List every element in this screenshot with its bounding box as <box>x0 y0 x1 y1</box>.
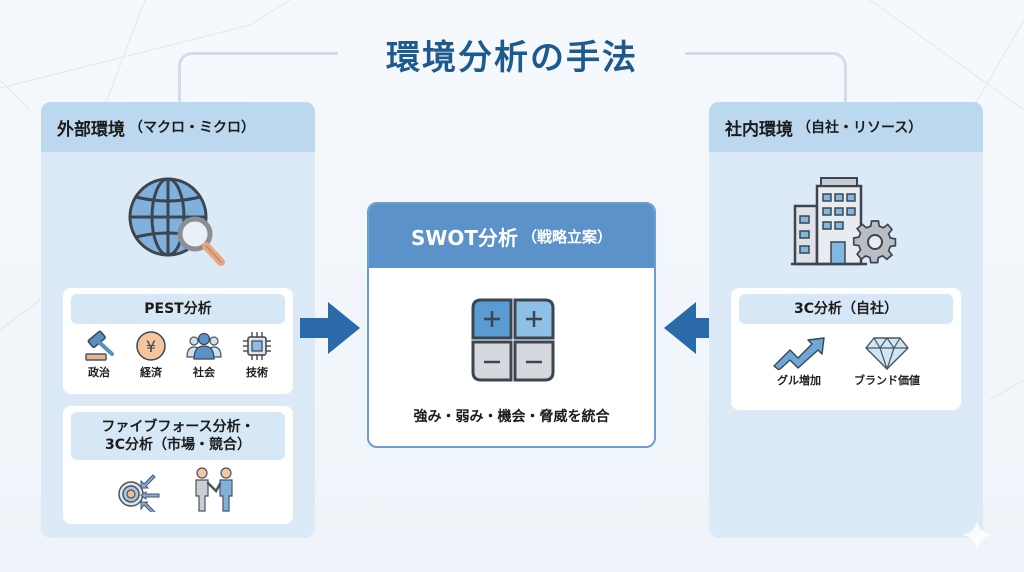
pest-label: 経済 <box>140 366 162 379</box>
swot-header: SWOT分析 （戦略立案） <box>369 204 654 268</box>
globe-search-icon <box>41 172 315 272</box>
pest-item-technology: 技術 <box>240 330 274 380</box>
five-forces-card: ファイブフォース分析・ 3C分析（市場・競合） <box>63 406 293 524</box>
gavel-icon <box>85 330 114 361</box>
microchip-icon <box>243 332 271 360</box>
swot-card: SWOT分析 （戦略立案） 強み・弱み・機会・脅威を統合 <box>367 202 656 448</box>
three-c-title: 3C分析（自社） <box>739 294 953 324</box>
sparkle-icon <box>962 520 992 550</box>
external-heading-sub: （マクロ・ミクロ） <box>129 120 255 136</box>
pest-item-society: 社会 <box>186 330 222 380</box>
internal-panel-header: 社内環境 （自社・リソース） <box>709 102 983 152</box>
pest-label: 技術 <box>246 366 268 379</box>
connector-line-left <box>178 52 338 112</box>
target-arrows-icon <box>118 474 160 512</box>
swot-grid-icon <box>471 298 555 382</box>
swot-caption: 強み・弱み・機会・脅威を統合 <box>413 409 610 425</box>
pest-card: PEST分析 政治 ¥ 経済 <box>63 288 293 394</box>
five-forces-title-line1: ファイブフォース分析・ <box>101 419 255 435</box>
yen-coin-icon: ¥ <box>136 331 166 361</box>
internal-environment-panel: 社内環境 （自社・リソース） 3C分析（自社） <box>709 102 983 538</box>
external-heading: 外部環境 <box>57 119 125 140</box>
five-forces-title-line2: 3C分析（市場・競合） <box>104 437 251 453</box>
trend-up-arrow-icon <box>773 337 825 370</box>
handshake-icon <box>195 467 233 512</box>
swot-heading-sub: （戦略立案） <box>522 227 613 246</box>
external-environment-panel: 外部環境 （マクロ・ミクロ） PEST分析 政治 <box>41 102 315 538</box>
building-gear-icon <box>709 176 983 268</box>
pest-item-politics: 政治 <box>82 330 116 380</box>
external-panel-header: 外部環境 （マクロ・ミクロ） <box>41 102 315 152</box>
five-forces-title: ファイブフォース分析・ 3C分析（市場・競合） <box>71 412 285 460</box>
arrow-right-icon <box>300 302 360 354</box>
swot-heading: SWOT分析 <box>410 225 519 250</box>
three-c-card: 3C分析（自社） グル増加 ブランド価値 <box>731 288 961 410</box>
pest-label: 政治 <box>88 366 110 379</box>
internal-heading-sub: （自社・リソース） <box>797 120 923 136</box>
three-c-item-brand: ブランド価値 <box>854 336 920 388</box>
people-group-icon <box>186 332 222 360</box>
three-c-label: グル増加 <box>777 374 821 387</box>
svg-text:¥: ¥ <box>146 337 156 356</box>
pest-title: PEST分析 <box>71 294 285 324</box>
pest-item-economy: ¥ 経済 <box>134 330 168 380</box>
internal-heading: 社内環境 <box>725 119 793 140</box>
page-title: 環境分析の手法 <box>386 38 638 78</box>
pest-label: 社会 <box>193 366 215 379</box>
three-c-item-growth: グル増加 <box>772 336 826 388</box>
connector-line-right <box>685 52 847 112</box>
diamond-icon <box>865 336 909 370</box>
three-c-label: ブランド価値 <box>854 374 920 387</box>
arrow-left-icon <box>664 302 724 354</box>
